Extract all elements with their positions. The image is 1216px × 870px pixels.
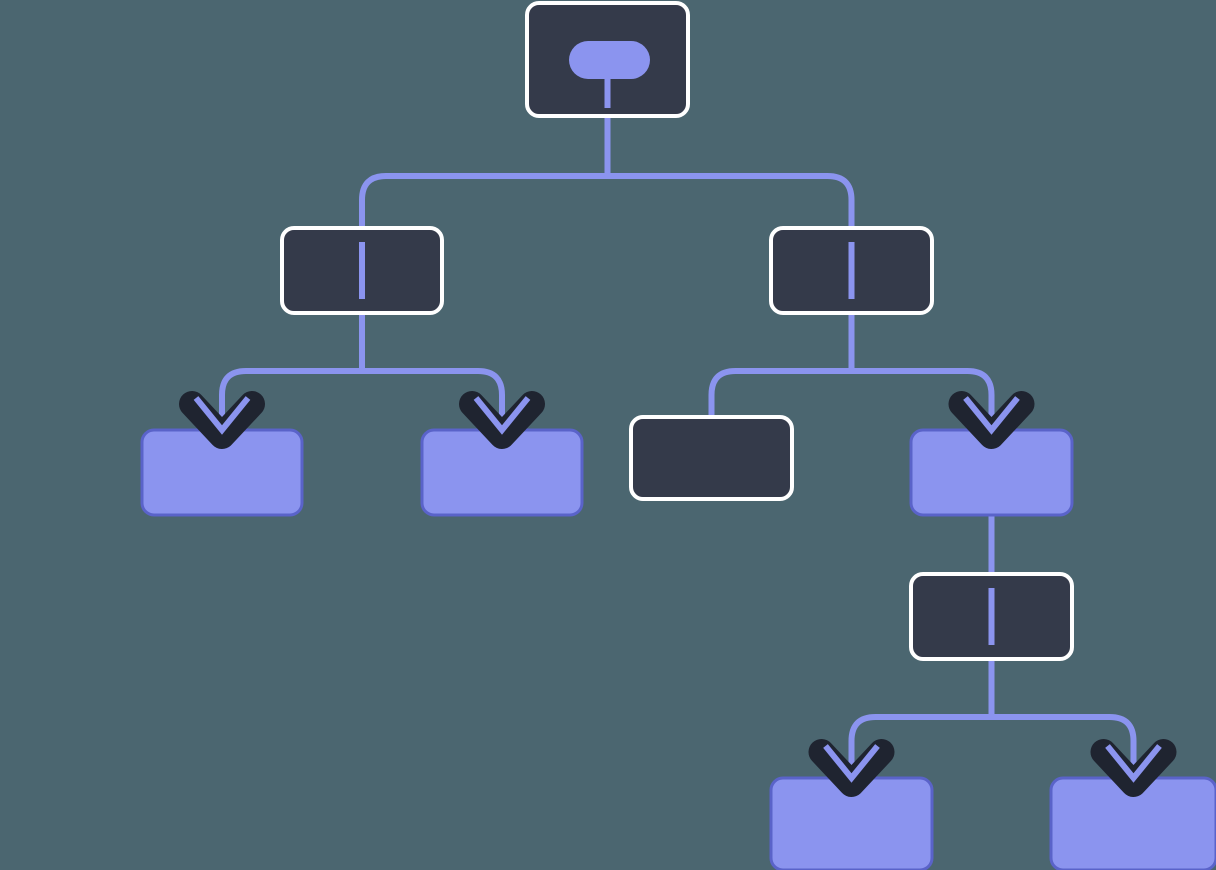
node-through-line-level1-left: [359, 242, 365, 299]
edge-level1-left-to-leaf-a: [219, 368, 362, 424]
root-pill-marker: [569, 41, 650, 79]
edge-level3-to-leaf-c: [848, 714, 992, 772]
edge-level1-right-to-branch: [851, 368, 995, 424]
arrowhead-leaf-b: [459, 391, 545, 449]
edge-layer: [219, 116, 1137, 772]
edge-level1-left-to-leaf-b: [362, 368, 505, 424]
root-pill-stem: [604, 77, 611, 108]
arrowhead-leaf-c: [808, 739, 895, 797]
marker-layer: [359, 41, 995, 645]
arrowhead-leaf-d: [1090, 739, 1177, 797]
edge-root-to-level1-left: [359, 173, 608, 228]
arrowhead-branch-right: [948, 391, 1035, 449]
edge-root-to-level1-right: [607, 173, 855, 228]
node-through-line-level1-right: [848, 242, 855, 299]
arrow-layer: [179, 391, 1177, 797]
node-through-line-level3-dark: [988, 588, 995, 645]
arrowhead-leaf-a: [179, 391, 265, 449]
tree-node-leaf-dark[interactable]: [629, 415, 794, 501]
edge-level1-right-to-leaf-dark: [708, 368, 852, 417]
edge-level3-to-leaf-d: [991, 714, 1137, 772]
node-layer: [140, 1, 1216, 870]
